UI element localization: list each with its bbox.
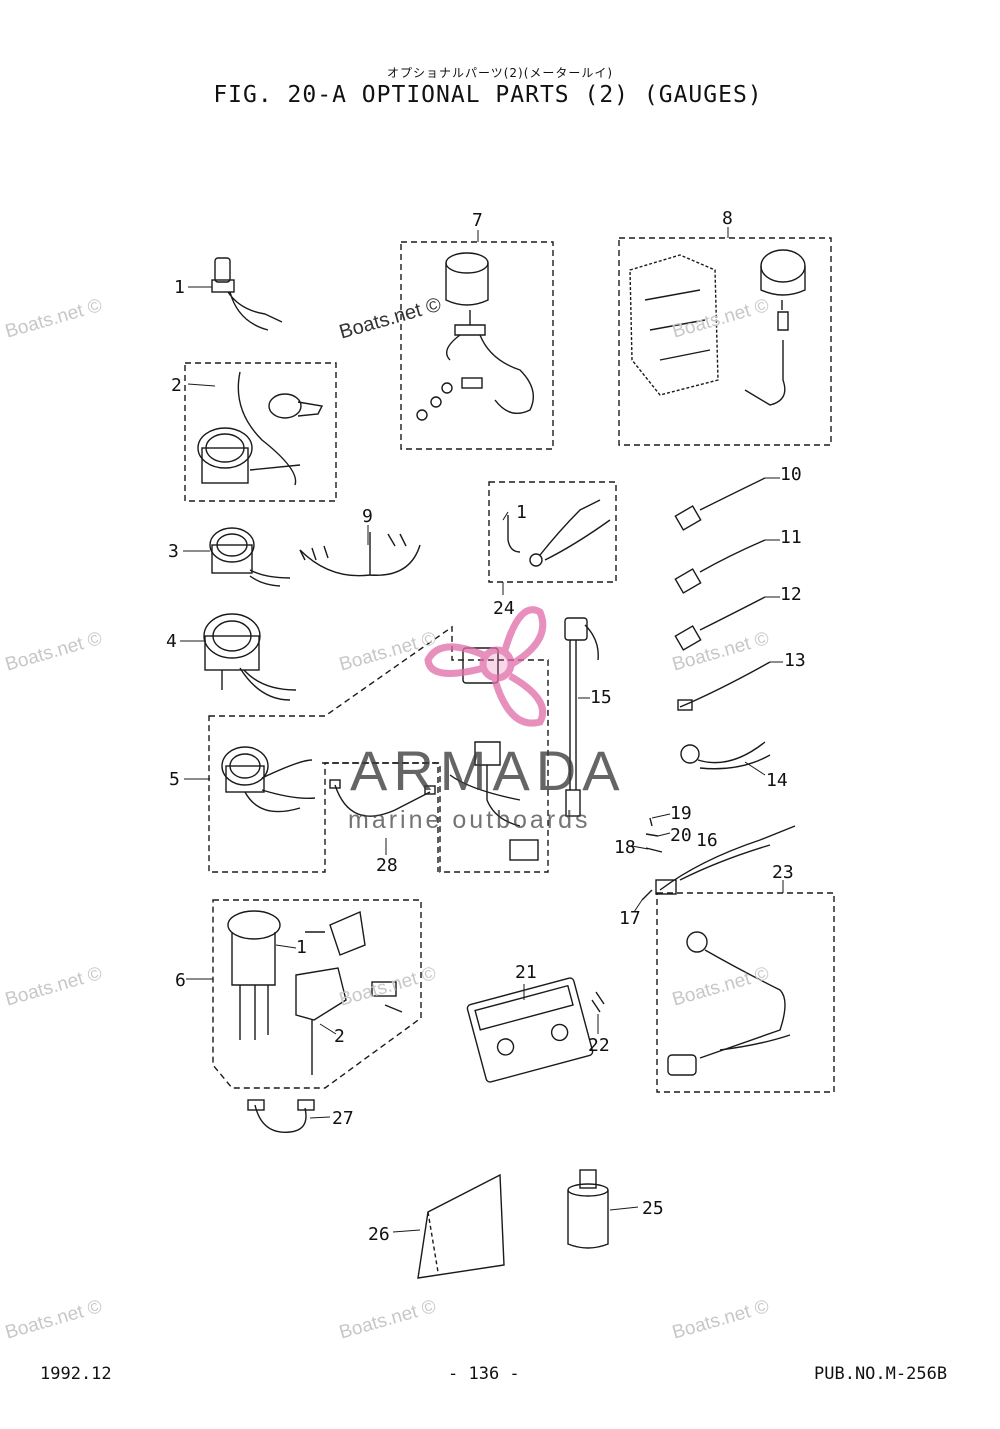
callout-20: 20 xyxy=(670,825,692,846)
part-6-gauge-set xyxy=(227,910,403,1075)
group-box-5 xyxy=(208,625,549,873)
group-box-2 xyxy=(184,362,337,502)
callout-2: 2 xyxy=(171,375,182,396)
armada-tagline: marine outboards xyxy=(348,806,591,834)
footer-page-number: - 136 - xyxy=(448,1364,520,1384)
callout-27: 27 xyxy=(332,1108,354,1129)
callout-16: 16 xyxy=(696,830,718,851)
part-23-harness xyxy=(667,931,791,1076)
part-2-tachometer xyxy=(197,371,324,486)
group-box-6 xyxy=(212,899,422,1089)
callout-6-sub-2: 2 xyxy=(334,1026,345,1047)
figure-title: FIG. 20-A OPTIONAL PARTS (2) (GAUGES) xyxy=(213,82,763,108)
callout-5: 5 xyxy=(169,769,180,790)
callout-10: 10 xyxy=(780,464,802,485)
callout-4: 4 xyxy=(166,631,177,652)
callout-6: 6 xyxy=(175,970,186,991)
part-16-wire xyxy=(655,825,796,895)
part-5-sender xyxy=(449,647,539,861)
callout-13: 13 xyxy=(784,650,806,671)
group-box-7 xyxy=(400,241,554,450)
part-26-sheet xyxy=(417,1173,505,1279)
callout-21: 21 xyxy=(515,962,537,983)
callout-25: 25 xyxy=(642,1198,664,1219)
callout-14: 14 xyxy=(766,770,788,791)
callout-23: 23 xyxy=(772,862,794,883)
callout-1: 1 xyxy=(174,277,185,298)
footer-date: 1992.12 xyxy=(40,1364,112,1384)
callout-9: 9 xyxy=(362,506,373,527)
japanese-title: オプショナルパーツ(2)(メータールイ) xyxy=(386,66,614,80)
part-22-screw xyxy=(591,991,605,1013)
part-10-sensor xyxy=(674,477,766,531)
part-1-switch xyxy=(211,257,283,331)
callout-19: 19 xyxy=(670,803,692,824)
part-15-cable xyxy=(564,617,599,817)
callout-24-sub-1: 1 xyxy=(516,502,527,523)
part-24-sender xyxy=(507,499,611,567)
armada-watermark: ARMADA xyxy=(350,739,626,802)
part-14-sensor xyxy=(680,741,771,770)
part-28-lead xyxy=(329,779,436,817)
part-25-can xyxy=(567,1169,609,1249)
part-13-sensor xyxy=(677,661,771,711)
part-9-harness xyxy=(299,532,421,577)
part-4-gauge xyxy=(203,613,297,701)
callout-3: 3 xyxy=(168,541,179,562)
callout-8: 8 xyxy=(722,208,733,229)
callout-28: 28 xyxy=(376,855,398,876)
part-11-sensor xyxy=(674,539,766,594)
group-box-23 xyxy=(656,892,835,1093)
part-5-gauge xyxy=(221,746,316,813)
callout-22: 22 xyxy=(588,1035,610,1056)
callout-11: 11 xyxy=(780,527,802,548)
part-21-plate xyxy=(466,977,594,1083)
callout-12: 12 xyxy=(780,584,802,605)
part-3-gauge xyxy=(209,527,291,587)
part-7-gauge xyxy=(416,252,534,421)
group-box-8 xyxy=(618,237,832,446)
group-box-24 xyxy=(488,481,617,583)
part-12-sensor xyxy=(674,596,766,651)
callout-7: 7 xyxy=(472,210,483,231)
part-27-lead xyxy=(247,1099,315,1133)
propeller-logo xyxy=(424,606,547,727)
group-box-28 xyxy=(322,762,439,872)
callout-24: 24 xyxy=(493,598,515,619)
callout-18: 18 xyxy=(614,837,636,858)
callout-6-sub-1: 1 xyxy=(296,937,307,958)
part-8-gauge-assembly xyxy=(629,249,806,406)
callout-15: 15 xyxy=(590,687,612,708)
footer-pub-number: PUB.NO.M-256B xyxy=(814,1364,948,1384)
callout-17: 17 xyxy=(619,908,641,929)
part-17-18-19-20-small-parts xyxy=(641,817,663,901)
callout-26: 26 xyxy=(368,1224,390,1245)
